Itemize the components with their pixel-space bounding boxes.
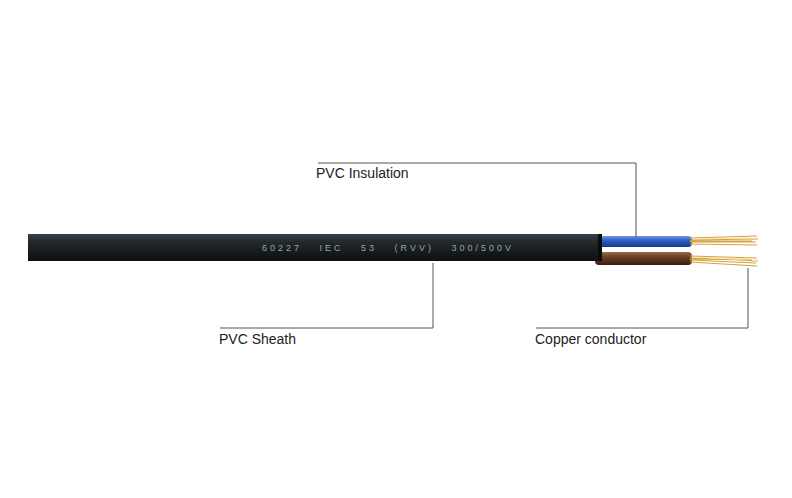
part-label: PVC Sheath (219, 331, 296, 347)
cable-marking: 60227 IEC 53 (RVV) 300/500V (262, 243, 514, 253)
pvc-sheath (28, 234, 602, 261)
sheath-cut-end (598, 234, 602, 261)
wire-cores (595, 236, 692, 265)
brown-insulation (595, 252, 692, 265)
copper-strands (690, 236, 758, 266)
leader-line (220, 263, 433, 328)
leader-lines (220, 163, 748, 328)
leader-line (536, 268, 748, 328)
copper-highlight (692, 238, 750, 259)
part-label: Copper conductor (535, 331, 646, 347)
part-label: PVC Insulation (316, 165, 409, 181)
blue-insulation (595, 236, 692, 247)
